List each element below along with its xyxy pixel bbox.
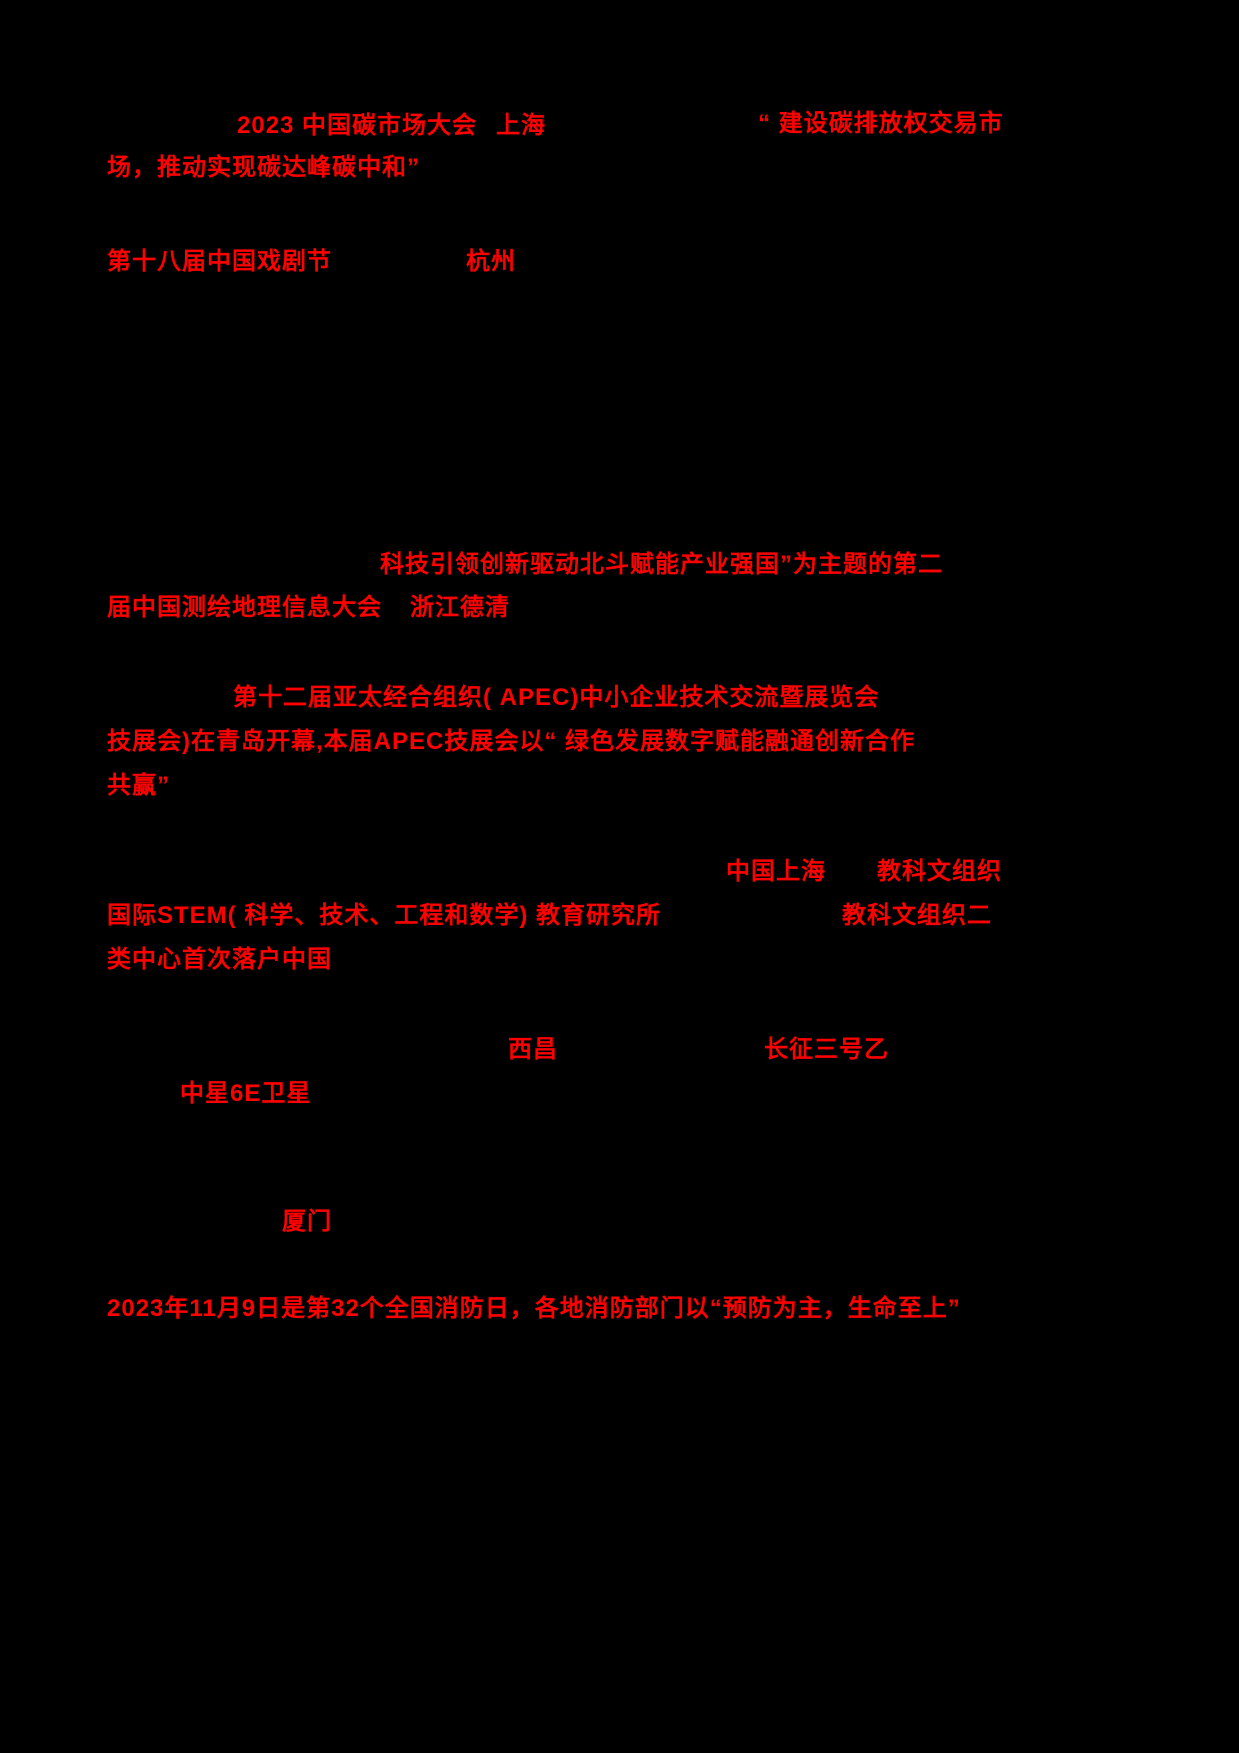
carbon-market-city: 上海	[496, 112, 546, 139]
fire-safety-day: 2023年11月9日是第32个全国消防日，各地消防部门以“预防为主，生命至上”	[107, 1295, 961, 1322]
stem-city: 中国上海	[726, 858, 826, 885]
drama-festival-name: 第十八届中国戏剧节	[107, 248, 332, 275]
stem-institute: 国际STEM( 科学、技术、工程和数学) 教育研究所	[107, 902, 661, 929]
satellite-name: 中星6E卫星	[180, 1080, 312, 1107]
drama-festival-city: 杭州	[466, 248, 516, 275]
stem-center-end: 类中心首次落户中国	[107, 946, 332, 973]
carbon-market-conference: 2023 中国碳市场大会	[237, 112, 478, 139]
rocket-name: 长征三号乙	[764, 1036, 889, 1063]
apec-expo-theme-start: 技展会)在青岛开幕,本届APEC技展会以“ 绿色发展数字赋能融通创新合作	[107, 728, 916, 755]
stem-org: 教科文组织	[877, 858, 1002, 885]
carbon-market-theme-start: “ 建设碳排放权交易市	[758, 110, 1004, 137]
city-xiamen: 厦门	[282, 1208, 332, 1235]
apec-expo-theme-end: 共赢”	[107, 772, 170, 799]
surveying-conference-theme: 科技引领创新驱动北斗赋能产业强国”为主题的第二	[380, 551, 943, 578]
launch-site: 西昌	[508, 1036, 558, 1063]
carbon-market-theme-end: 场，推动实现碳达峰碳中和”	[107, 154, 420, 181]
apec-expo-name: 第十二届亚太经合组织( APEC)中小企业技术交流暨展览会	[233, 684, 880, 711]
surveying-conference-name: 届中国测绘地理信息大会	[107, 594, 382, 621]
stem-center-start: 教科文组织二	[842, 902, 992, 929]
surveying-conference-city: 浙江德清	[410, 594, 510, 621]
